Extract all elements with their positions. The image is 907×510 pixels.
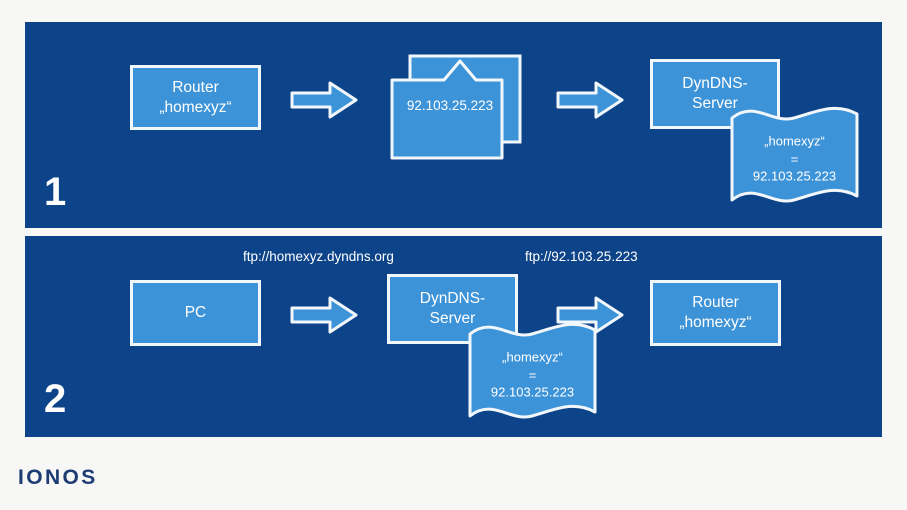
panel-step-1: 1 Router „homexyz“ 92.103.25.223 DynDNS-… bbox=[25, 22, 882, 228]
node-router-step1: Router „homexyz“ bbox=[130, 65, 261, 130]
node-router-step2: Router „homexyz“ bbox=[650, 280, 781, 346]
packet-ip-update: 92.103.25.223 bbox=[388, 44, 524, 162]
node-dyndns-server-step2-label: DynDNS- Server bbox=[419, 290, 486, 327]
panel-number-2: 2 bbox=[44, 377, 66, 421]
dns-record-flag-step2: „homexyz“ = 92.103.25.223 bbox=[465, 320, 600, 430]
node-router-step2-label: Router „homexyz“ bbox=[679, 294, 752, 331]
arrow-router-to-packet bbox=[290, 80, 358, 120]
ionos-logo: IONOS bbox=[18, 466, 98, 489]
arrow-dyndns-to-router bbox=[556, 295, 624, 335]
node-router-step1-label: Router „homexyz“ bbox=[159, 78, 232, 116]
label-ftp-ip: ftp://92.103.25.223 bbox=[525, 249, 638, 264]
dns-record-flag-step1: „homexyz“ = 92.103.25.223 bbox=[727, 104, 862, 214]
panel-step-2: 2 ftp://homexyz.dyndns.org ftp://92.103.… bbox=[25, 236, 882, 437]
panel-number-1: 1 bbox=[44, 170, 66, 214]
node-dyndns-server-step1-label: DynDNS- Server bbox=[682, 75, 748, 112]
node-pc-label: PC bbox=[184, 304, 207, 322]
arrow-packet-to-dyndns bbox=[556, 80, 624, 120]
arrow-pc-to-dyndns bbox=[290, 295, 358, 335]
node-pc: PC bbox=[130, 280, 261, 346]
label-ftp-hostname: ftp://homexyz.dyndns.org bbox=[243, 249, 394, 264]
